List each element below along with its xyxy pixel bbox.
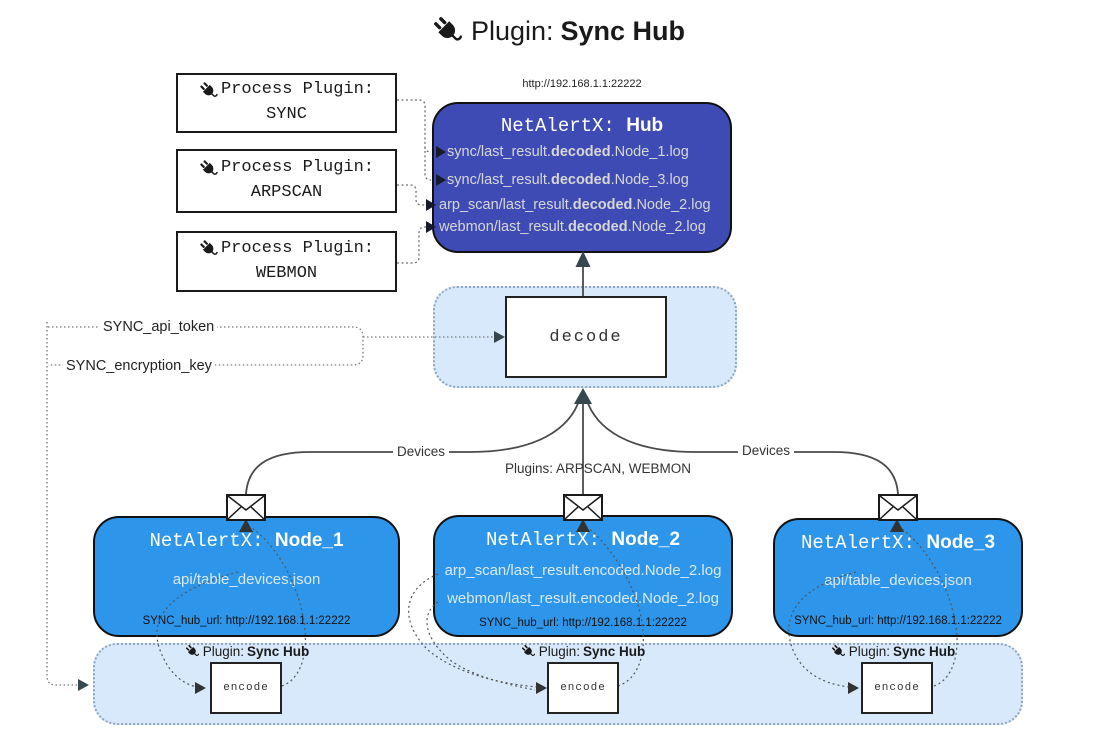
- secrets-to-bottom-line: [46, 322, 80, 686]
- diagram-title: Plugin: Sync Hub: [0, 15, 1117, 47]
- process-plugin-label: Process Plugin:: [220, 238, 375, 258]
- node1-box: NetAlertX: Node_1 api/table_devices.json…: [93, 516, 400, 637]
- encoder-label: Plugin: Sync Hub: [182, 644, 312, 659]
- plug-icon: [200, 159, 218, 175]
- arpscan-connector: [397, 184, 428, 206]
- envelope-icon: [226, 494, 266, 521]
- process-plugin-name: SYNC: [266, 105, 307, 124]
- plug-icon: [831, 644, 845, 656]
- hub-log-row: arp_scan/last_result.decoded.Node_2.log: [439, 197, 711, 213]
- node2-title: NetAlertX: Node_2: [485, 529, 681, 551]
- hub-title: NetAlertX: Hub: [434, 115, 730, 137]
- plug-icon: [434, 17, 462, 41]
- process-plugin-box-sync: Process Plugin: SYNC: [176, 73, 397, 133]
- node2-hub-url: SYNC_hub_url: http://192.168.1.1:22222: [479, 617, 687, 629]
- process-plugin-box-arpscan: Process Plugin: ARPSCAN: [176, 149, 397, 213]
- node1-title: NetAlertX: Node_1: [149, 530, 344, 552]
- plug-icon: [185, 644, 199, 656]
- process-plugin-label: Process Plugin:: [220, 80, 375, 100]
- encode-box-3: encode: [861, 662, 933, 714]
- plugins-label: Plugins: ARPSCAN, WEBMON: [505, 461, 692, 476]
- hub-log-row: webmon/last_result.decoded.Node_2.log: [439, 219, 706, 235]
- plug-icon: [521, 644, 535, 656]
- bottom-bar-in-arrowhead: [78, 679, 89, 691]
- hub-url-label: http://192.168.1.1:22222: [522, 78, 642, 90]
- process-plugin-name: WEBMON: [255, 263, 318, 283]
- node1-file: api/table_devices.json: [172, 571, 321, 588]
- devices-label-right: Devices: [738, 443, 795, 458]
- node3-file: api/table_devices.json: [824, 572, 972, 589]
- sync-api-token-label: SYNC_api_token: [100, 319, 218, 335]
- node2-file: arp_scan/last_result.encoded.Node_2.log: [444, 562, 722, 579]
- encoder-label: Plugin: Sync Hub: [828, 644, 958, 659]
- process-plugin-label: Process Plugin:: [220, 158, 375, 178]
- process-plugin-box-webmon: Process Plugin: WEBMON: [176, 231, 397, 292]
- title-prefix: Plugin:: [470, 15, 554, 46]
- node3-hub-url: SYNC_hub_url: http://192.168.1.1:22222: [794, 615, 1002, 627]
- node1-hub-url: SYNC_hub_url: http://192.168.1.1:22222: [142, 615, 351, 627]
- hub-in-arrowhead: [575, 251, 591, 267]
- envelope-icon: [878, 494, 918, 521]
- hub-log-row: sync/last_result.decoded.Node_3.log: [447, 172, 689, 188]
- node3-title: NetAlertX: Node_3: [800, 532, 996, 554]
- devices-label-left: Devices: [393, 444, 450, 459]
- plug-icon: [200, 240, 218, 256]
- encoder-label: Plugin: Sync Hub: [518, 644, 648, 659]
- hub-title-bold: Hub: [626, 115, 664, 136]
- node2-file: webmon/last_result.encoded.Node_2.log: [447, 590, 719, 607]
- envelope-icon: [563, 494, 603, 521]
- plug-icon: [200, 81, 218, 97]
- sync-encryption-key-label: SYNC_encryption_key: [63, 358, 215, 374]
- sync-connector: [397, 99, 432, 181]
- encode-box-2: encode: [547, 662, 619, 714]
- encode-box-1: encode: [210, 662, 282, 714]
- process-plugin-name: ARPSCAN: [250, 183, 323, 202]
- hub-title-prefix: NetAlertX:: [500, 115, 627, 137]
- node3-box: NetAlertX: Node_3 api/table_devices.json…: [773, 518, 1023, 637]
- decode-in-arrowhead: [574, 388, 592, 404]
- node2-box: NetAlertX: Node_2 arp_scan/last_result.e…: [433, 515, 733, 637]
- hub-log-row: sync/last_result.decoded.Node_1.log: [447, 144, 689, 160]
- title-bold: Sync Hub: [560, 15, 686, 46]
- webmon-connector: [397, 226, 428, 264]
- hub-box: NetAlertX: Hub sync/last_result.decoded.…: [432, 102, 732, 253]
- decode-box: decode: [505, 296, 667, 378]
